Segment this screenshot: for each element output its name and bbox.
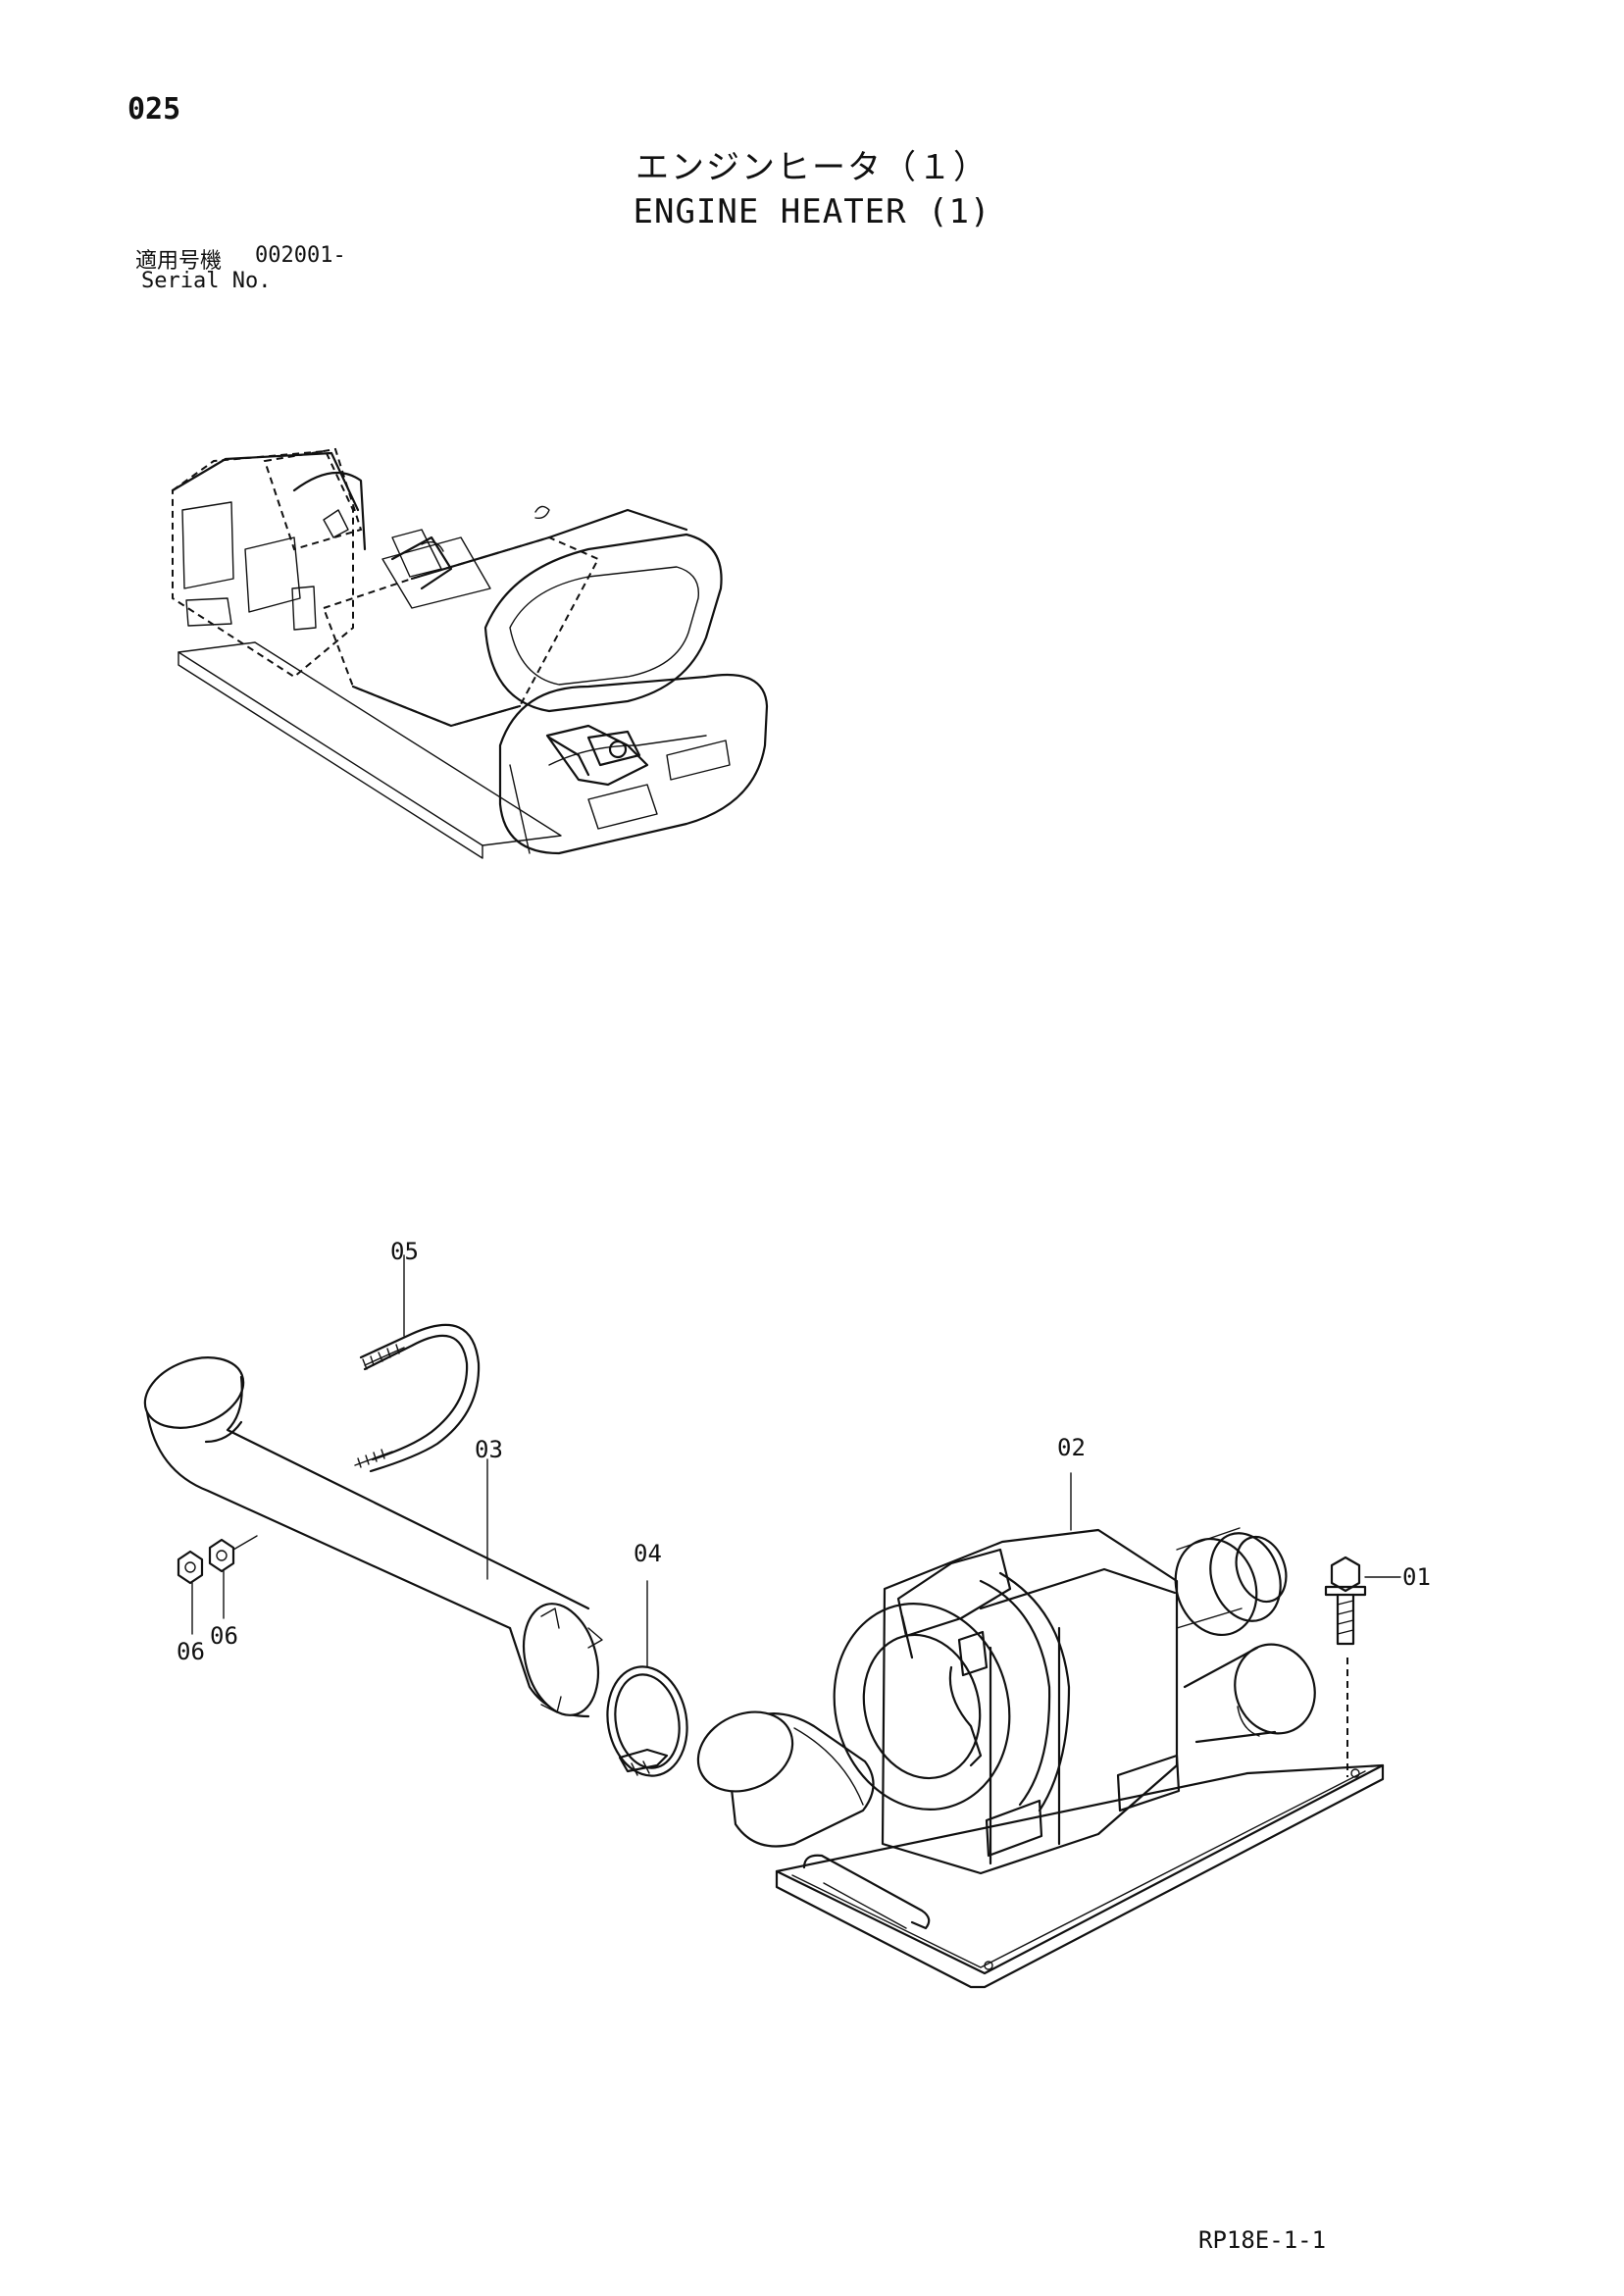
exhaust-pipe-part-03 bbox=[143, 1356, 603, 1718]
callout-01: 01 bbox=[1402, 1563, 1431, 1591]
drawing-reference-code: RP18E-1-1 bbox=[1198, 2226, 1327, 2254]
serial-number-value: 002001- bbox=[255, 243, 346, 268]
serial-label-english: Serial No. bbox=[141, 269, 272, 293]
callout-03: 03 bbox=[475, 1436, 503, 1463]
callout-06-right: 06 bbox=[210, 1622, 238, 1650]
u-bolt-part-05 bbox=[354, 1254, 481, 1473]
page-title-english: ENGINE HEATER (1) bbox=[633, 192, 991, 231]
callout-04: 04 bbox=[634, 1540, 662, 1567]
page-title-japanese: エンジンヒータ（１） bbox=[635, 148, 989, 187]
callout-02: 02 bbox=[1057, 1434, 1086, 1461]
heater-assembly-part-02 bbox=[696, 1472, 1385, 1989]
bolt-part-01 bbox=[1324, 1556, 1401, 1777]
page-number: 025 bbox=[127, 92, 181, 127]
serial-label-japanese: 適用号機 bbox=[135, 249, 223, 274]
nuts-part-06 bbox=[177, 1535, 258, 1635]
hose-clamp-part-04 bbox=[606, 1580, 688, 1777]
callout-06-left: 06 bbox=[177, 1638, 205, 1665]
callout-05: 05 bbox=[390, 1238, 419, 1265]
